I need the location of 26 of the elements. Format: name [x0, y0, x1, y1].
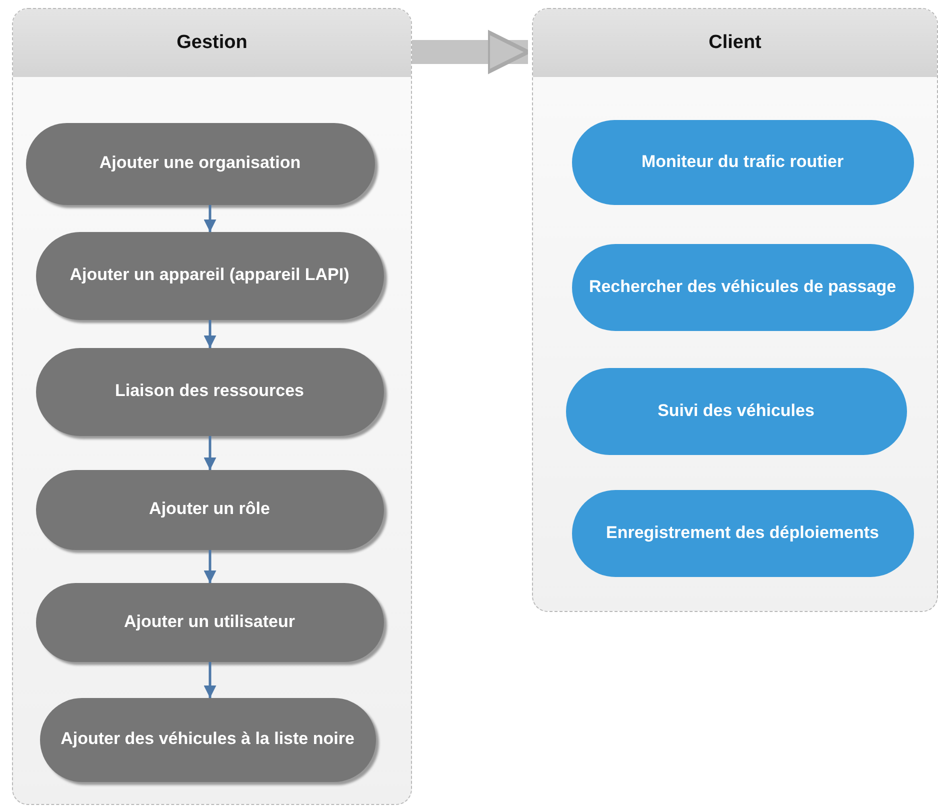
step-label: Ajouter un appareil (appareil LAPI): [70, 264, 350, 286]
step-label: Rechercher des véhicules de passage: [588, 276, 896, 298]
step-label: Ajouter des véhicules à la liste noire: [60, 728, 354, 750]
step-label: Ajouter un rôle: [149, 498, 270, 520]
process-pill: [36, 232, 384, 320]
step-label: Enregistrement des déploiements: [606, 522, 880, 544]
process-pill: [36, 470, 384, 550]
process-pill: [36, 348, 384, 436]
step-label: Moniteur du trafic routier: [641, 150, 844, 173]
panel: [12, 8, 412, 805]
arrow: [204, 436, 216, 470]
step-label: Ajouter une organisation: [99, 152, 301, 174]
arrow: [204, 550, 216, 583]
process-pill: [26, 122, 374, 204]
process-pill: [40, 698, 376, 782]
arrow: [412, 30, 530, 74]
arrow: [204, 205, 216, 232]
arrow: [204, 320, 216, 348]
arrow: [204, 662, 216, 698]
step-label: Suivi des véhicules: [658, 400, 814, 422]
panel-heading: Gestion: [13, 9, 411, 77]
panel: [532, 8, 938, 612]
step-label: Liaison des ressources: [115, 380, 304, 402]
process-pill: [36, 582, 384, 662]
panel-heading: Client: [533, 9, 937, 77]
step-label: Ajouter un utilisateur: [124, 610, 295, 633]
